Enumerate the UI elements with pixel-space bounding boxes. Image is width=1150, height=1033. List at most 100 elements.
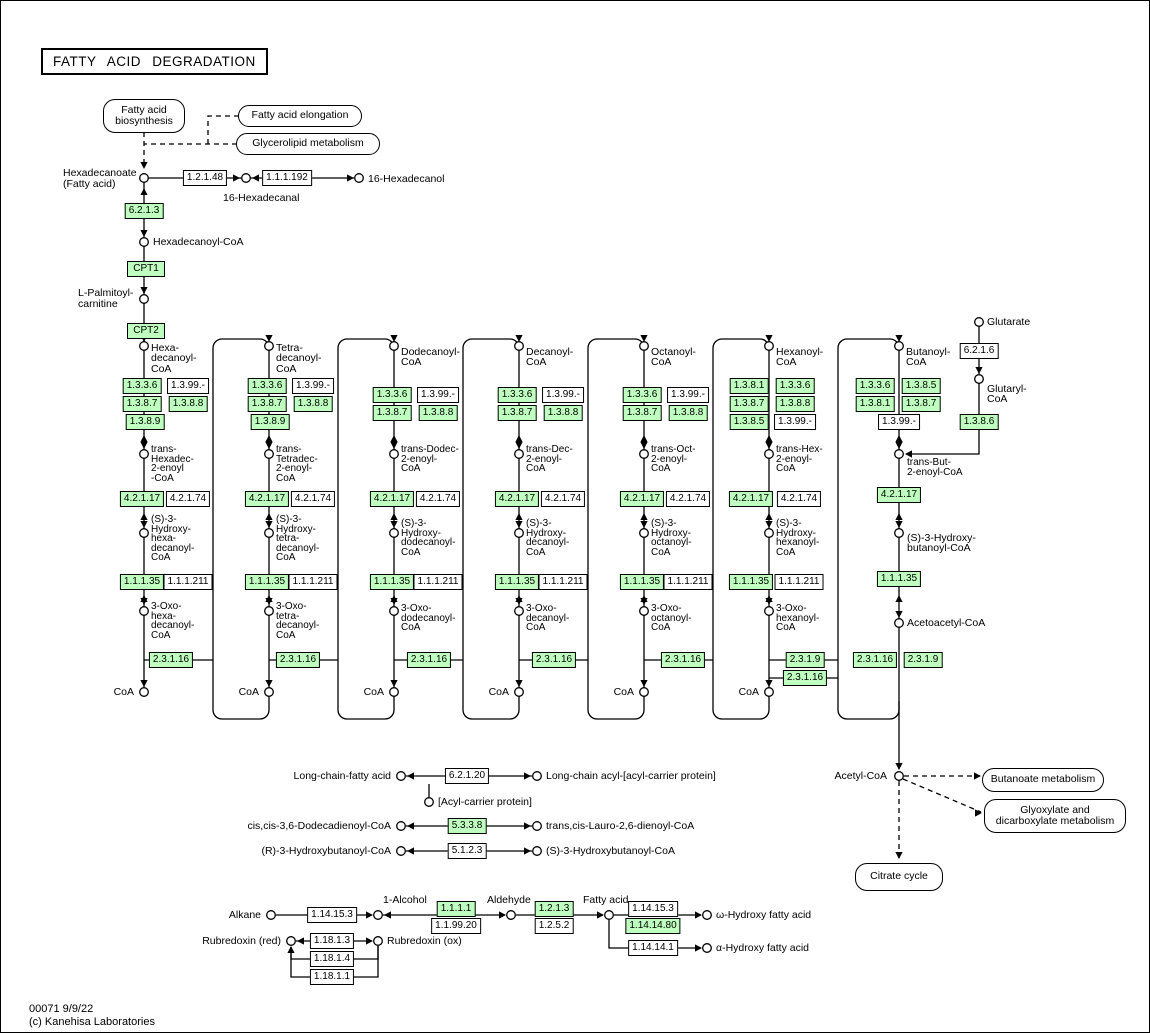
enzyme-box-1.3.3.6[interactable]: 1.3.3.6: [622, 387, 662, 403]
enzyme-box-1.18.1.3[interactable]: 1.18.1.3: [309, 933, 355, 949]
enzyme-box-CPT2[interactable]: CPT2: [127, 323, 165, 339]
s-3-hydroxy-butanoyl-coa-node[interactable]: [894, 528, 904, 538]
butanoyl-coa-node[interactable]: [894, 341, 904, 351]
coa-4-node[interactable]: [514, 687, 524, 697]
enzyme-box-1.18.1.4[interactable]: 1.18.1.4: [309, 951, 355, 967]
enzyme-box-CPT1[interactable]: CPT1: [127, 261, 165, 277]
s-3-hydroxy-hexadecanoyl-coa-node[interactable]: [139, 528, 149, 538]
enzyme-box-1.3.8.7[interactable]: 1.3.8.7: [729, 396, 769, 412]
tetradecanoyl-coa-node[interactable]: [264, 341, 274, 351]
enzyme-box-4.2.1.17[interactable]: 4.2.1.17: [369, 491, 415, 507]
trans-dodec-2-enoyl-coa-node[interactable]: [389, 449, 399, 459]
enzyme-box-1.1.99.20[interactable]: 1.1.99.20: [431, 918, 481, 934]
enzyme-box-1.1.1.211[interactable]: 1.1.1.211: [163, 574, 213, 590]
enzyme-box-1.3.8.7[interactable]: 1.3.8.7: [622, 405, 662, 421]
enzyme-box-2.3.1.16[interactable]: 2.3.1.16: [148, 652, 194, 668]
3-oxo-hexanoyl-coa-node[interactable]: [764, 606, 774, 616]
enzyme-box-1.3.8.9[interactable]: 1.3.8.9: [250, 414, 290, 430]
trans-hexadec-2-enoyl-coa-node[interactable]: [139, 449, 149, 459]
rubredoxin-ox-node[interactable]: [373, 936, 383, 946]
enzyme-box-1.3.3.6[interactable]: 1.3.3.6: [855, 378, 895, 394]
trans-tetradec-2-enoyl-coa-node[interactable]: [264, 449, 274, 459]
decanoyl-coa-node[interactable]: [514, 341, 524, 351]
enzyme-box-4.2.1.74[interactable]: 4.2.1.74: [290, 491, 336, 507]
enzyme-box-1.1.1.35[interactable]: 1.1.1.35: [119, 574, 165, 590]
enzyme-box-6.2.1.6[interactable]: 6.2.1.6: [959, 343, 999, 359]
acyl-carrier-protein-node[interactable]: [424, 797, 434, 807]
enzyme-box-4.2.1.74[interactable]: 4.2.1.74: [165, 491, 211, 507]
enzyme-box-4.2.1.17[interactable]: 4.2.1.17: [244, 491, 290, 507]
enzyme-box-1.14.14.1[interactable]: 1.14.14.1: [628, 940, 678, 956]
enzyme-box-1.3.8.8[interactable]: 1.3.8.8: [168, 396, 208, 412]
enzyme-box-4.2.1.17[interactable]: 4.2.1.17: [494, 491, 540, 507]
enzyme-box-1.1.1.35[interactable]: 1.1.1.35: [244, 574, 290, 590]
enzyme-box-1.2.5.2[interactable]: 1.2.5.2: [534, 918, 574, 934]
enzyme-box-1.3.3.6[interactable]: 1.3.3.6: [372, 387, 412, 403]
alkane-node[interactable]: [266, 910, 276, 920]
enzyme-box-1.3.3.6[interactable]: 1.3.3.6: [497, 387, 537, 403]
enzyme-box-1.2.1.3[interactable]: 1.2.1.3: [534, 901, 574, 917]
enzyme-box-1.18.1.1[interactable]: 1.18.1.1: [309, 969, 355, 985]
acetoacetyl-coa-node[interactable]: [894, 618, 904, 628]
3-oxo-dodecanoyl-coa-node[interactable]: [389, 606, 399, 616]
trans-cis-lauro-2-6-dienoyl-coa-node[interactable]: [532, 821, 542, 831]
enzyme-box-1.3.8.7[interactable]: 1.3.8.7: [122, 396, 162, 412]
enzyme-box-1.3.3.6[interactable]: 1.3.3.6: [247, 378, 287, 394]
enzyme-box-2.3.1.16[interactable]: 2.3.1.16: [782, 670, 828, 686]
16-hexadecanal-node[interactable]: [241, 173, 251, 183]
enzyme-box-4.2.1.17[interactable]: 4.2.1.17: [876, 487, 922, 503]
enzyme-box-1.14.15.3[interactable]: 1.14.15.3: [628, 901, 678, 917]
enzyme-box-1.1.1.35[interactable]: 1.1.1.35: [728, 574, 774, 590]
s-3-hydroxy-octanoyl-coa-node[interactable]: [639, 528, 649, 538]
s-3-hydroxy-decanoyl-coa-node[interactable]: [514, 528, 524, 538]
enzyme-box-1.1.1.35[interactable]: 1.1.1.35: [619, 574, 665, 590]
3-oxo-decanoyl-coa-node[interactable]: [514, 606, 524, 616]
enzyme-box-1.1.1.211[interactable]: 1.1.1.211: [288, 574, 338, 590]
hexadecanoate-node[interactable]: [139, 173, 149, 183]
enzyme-box-4.2.1.17[interactable]: 4.2.1.17: [728, 491, 774, 507]
fatty-acid-node[interactable]: [604, 910, 614, 920]
16-hexadecanol-node[interactable]: [354, 173, 364, 183]
cis-cis-3-6-dodecadienoyl-coa-node[interactable]: [396, 821, 406, 831]
trans-dec-2-enoyl-coa-node[interactable]: [514, 449, 524, 459]
coa-5-node[interactable]: [639, 687, 649, 697]
enzyme-box-1.3.8.7[interactable]: 1.3.8.7: [901, 396, 941, 412]
r-3-hydroxybutanoyl-coa-node[interactable]: [396, 846, 406, 856]
alpha-hydroxy-fatty-acid-node[interactable]: [702, 943, 712, 953]
enzyme-box-1.3.3.6[interactable]: 1.3.3.6: [122, 378, 162, 394]
enzyme-box-4.2.1.17[interactable]: 4.2.1.17: [119, 491, 165, 507]
enzyme-box-1.3.8.6[interactable]: 1.3.8.6: [959, 414, 999, 430]
pathway-link-butanoate-metabolism[interactable]: Butanoate metabolism: [982, 768, 1104, 792]
l-palmitoyl-carnitine-node[interactable]: [139, 294, 149, 304]
glutarate-node[interactable]: [974, 317, 984, 327]
enzyme-box-1.3.8.7[interactable]: 1.3.8.7: [247, 396, 287, 412]
enzyme-box-2.3.1.9[interactable]: 2.3.1.9: [903, 652, 943, 668]
enzyme-box-6.2.1.3[interactable]: 6.2.1.3: [124, 203, 164, 219]
enzyme-box-1.1.1.192[interactable]: 1.1.1.192: [262, 170, 312, 186]
enzyme-box-1.3.8.1[interactable]: 1.3.8.1: [855, 396, 895, 412]
enzyme-box-2.3.1.16[interactable]: 2.3.1.16: [531, 652, 577, 668]
enzyme-box-4.2.1.74[interactable]: 4.2.1.74: [540, 491, 586, 507]
enzyme-box-1.3.8.8[interactable]: 1.3.8.8: [668, 405, 708, 421]
enzyme-box-1.3.99.-[interactable]: 1.3.99.-: [667, 387, 709, 403]
enzyme-box-1.1.1.1[interactable]: 1.1.1.1: [436, 901, 476, 917]
1-alcohol-node[interactable]: [373, 910, 383, 920]
enzyme-box-1.1.1.35[interactable]: 1.1.1.35: [876, 571, 922, 587]
acetyl-coa-node[interactable]: [894, 771, 904, 781]
pathway-link-glycerolipid-metabolism[interactable]: Glycerolipid metabolism: [236, 133, 380, 155]
enzyme-box-4.2.1.17[interactable]: 4.2.1.17: [619, 491, 665, 507]
enzyme-box-2.3.1.16[interactable]: 2.3.1.16: [660, 652, 706, 668]
pathway-link-citrate-cycle[interactable]: Citrate cycle: [855, 863, 943, 891]
s-3-hydroxybutanoyl-coa-node[interactable]: [532, 846, 542, 856]
coa-6-node[interactable]: [764, 687, 774, 697]
enzyme-box-1.3.8.5[interactable]: 1.3.8.5: [901, 378, 941, 394]
enzyme-box-1.3.99.-[interactable]: 1.3.99.-: [542, 387, 584, 403]
s-3-hydroxy-tetradecanoyl-coa-node[interactable]: [264, 528, 274, 538]
enzyme-box-1.1.1.35[interactable]: 1.1.1.35: [494, 574, 540, 590]
enzyme-box-1.3.99.-[interactable]: 1.3.99.-: [774, 414, 816, 430]
rubredoxin-red-node[interactable]: [286, 936, 296, 946]
octanoyl-coa-node[interactable]: [639, 341, 649, 351]
hexadecanoyl-coa-cycle-node[interactable]: [139, 341, 149, 351]
enzyme-box-2.3.1.16[interactable]: 2.3.1.16: [275, 652, 321, 668]
enzyme-box-1.3.8.9[interactable]: 1.3.8.9: [125, 414, 165, 430]
